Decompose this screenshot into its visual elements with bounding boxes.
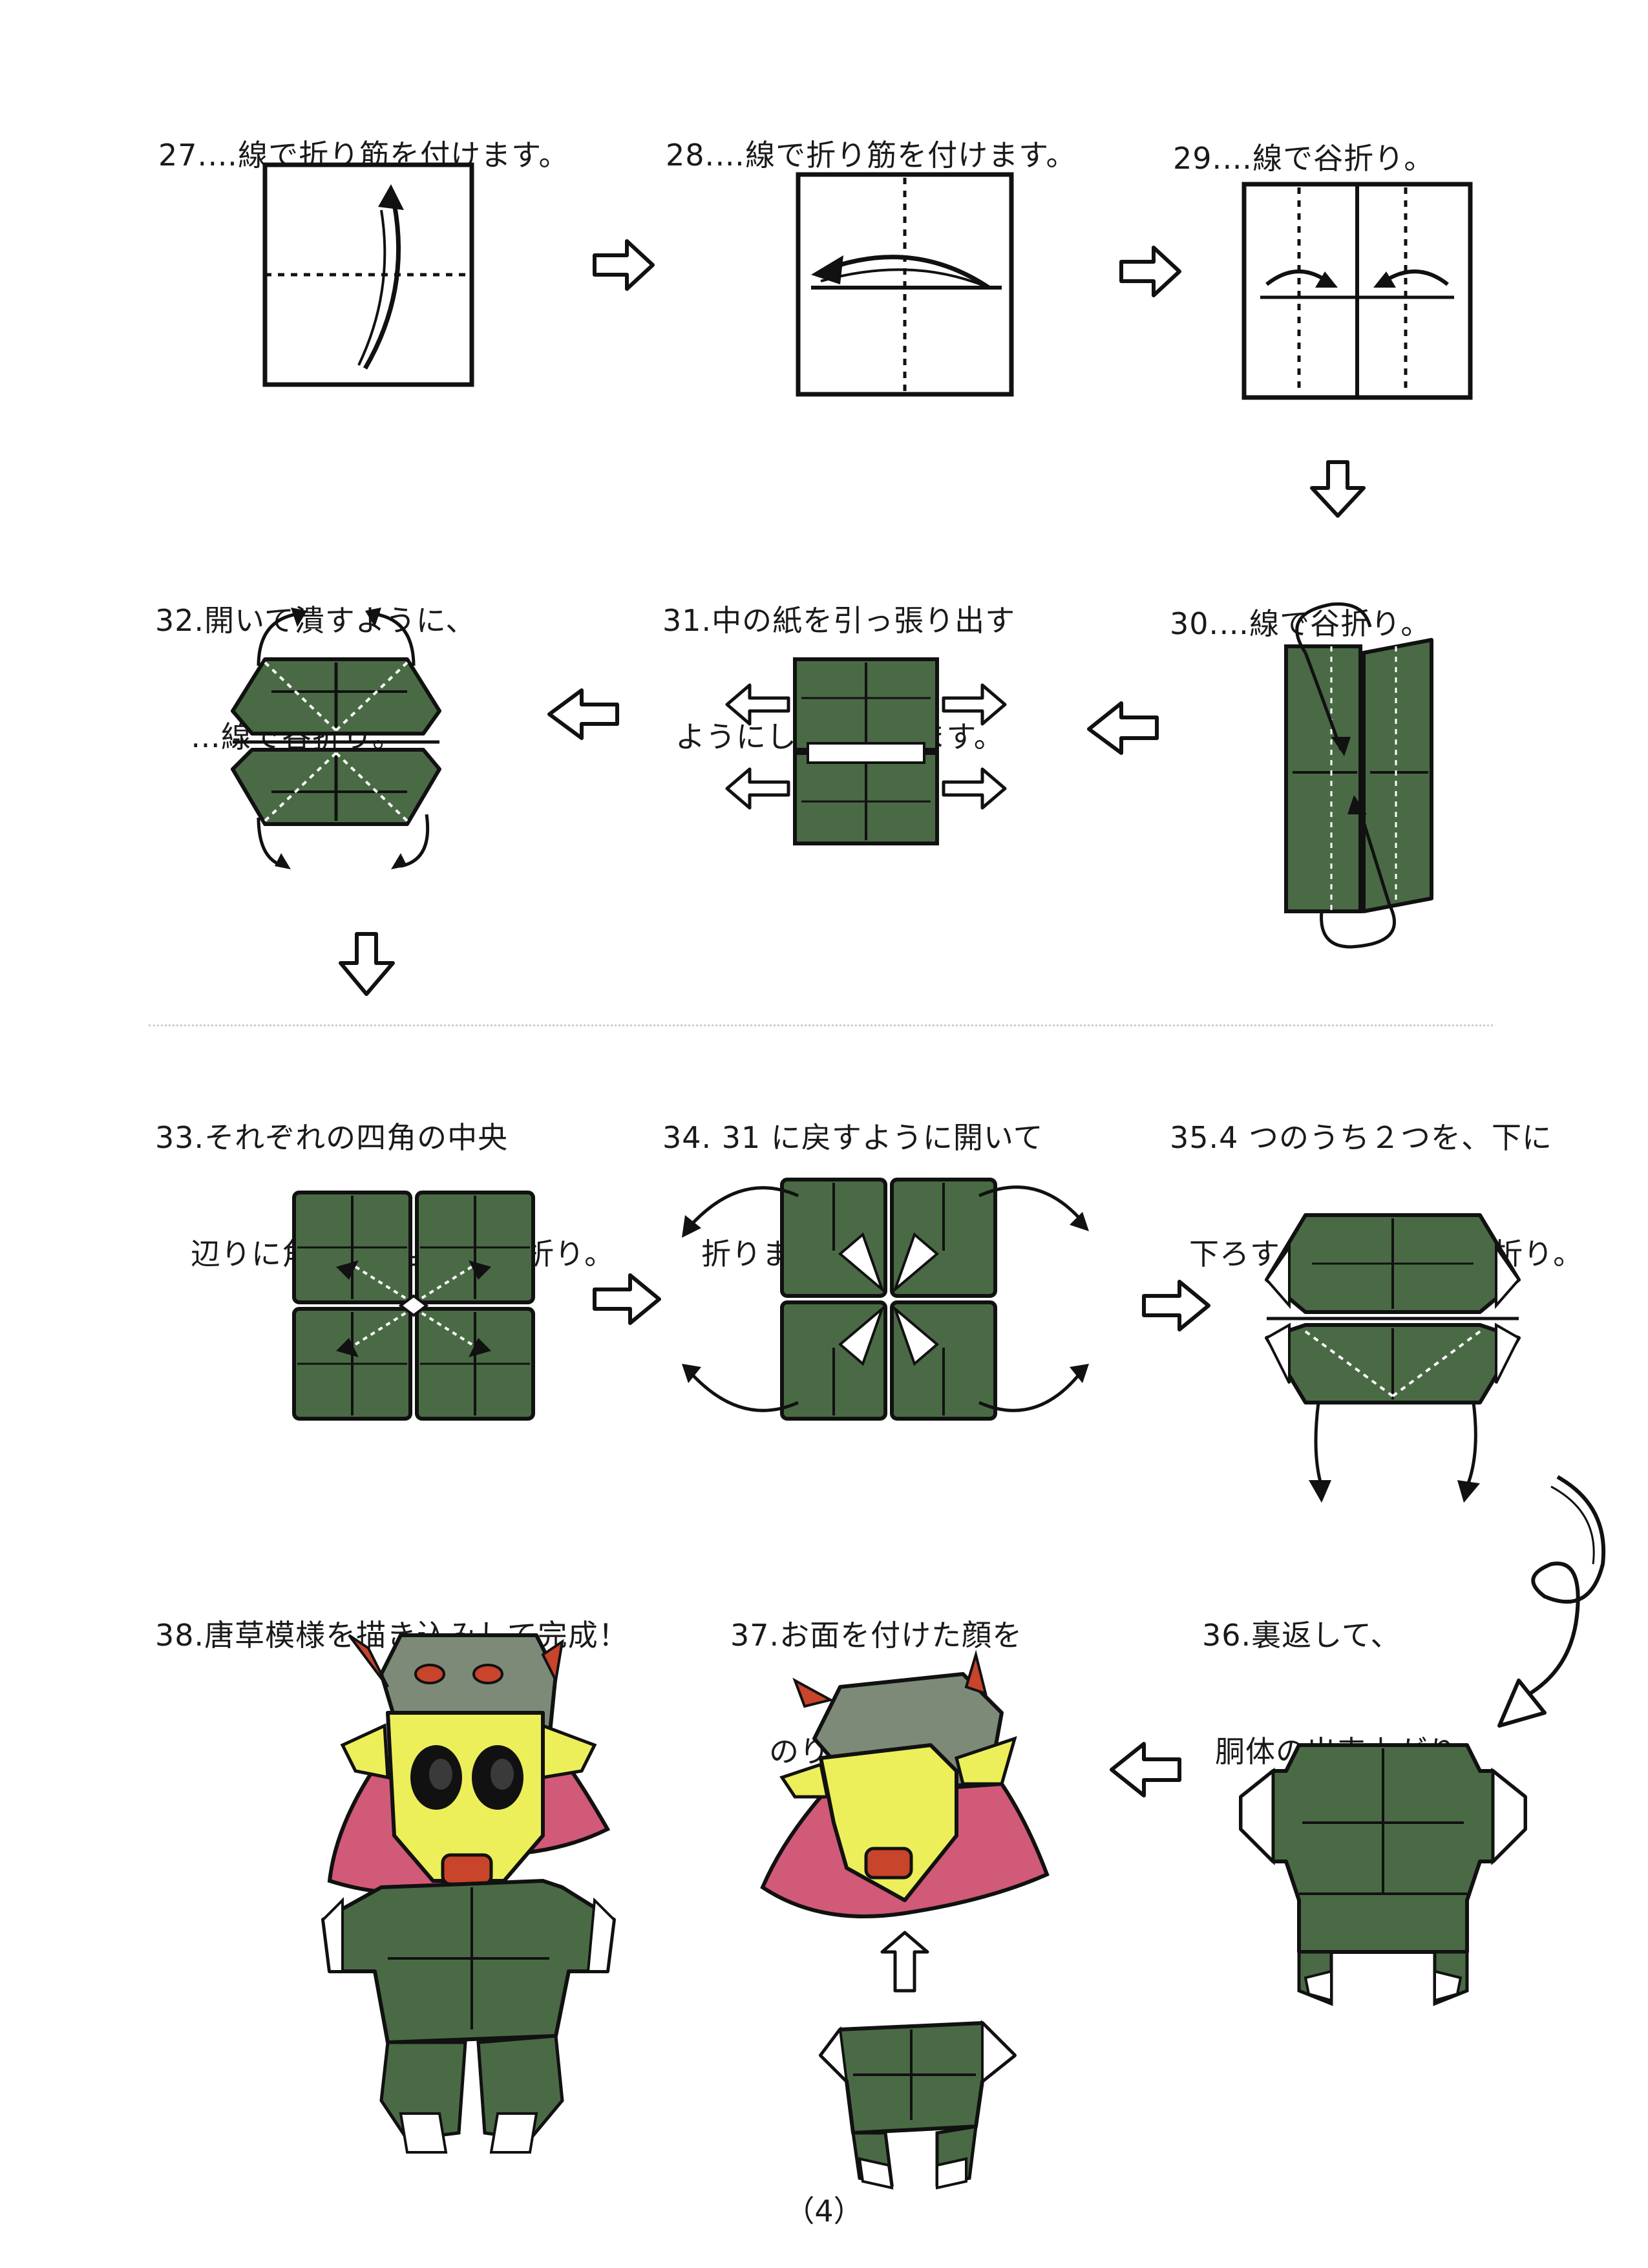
step-28-diagram <box>795 165 1015 397</box>
step-30-diagram <box>1267 595 1441 957</box>
step-27-diagram <box>262 162 475 388</box>
step-38-diagram <box>304 1609 640 2178</box>
step-33-diagram <box>291 1189 536 1422</box>
step-35-text-line1: 35.4 つのうち２つを、下に <box>1170 1120 1553 1155</box>
page-number: （4） <box>785 2194 863 2229</box>
step-33-text-line1: 33.それぞれの四角の中央 <box>155 1120 509 1155</box>
step-38-caption: 38.唐草模様を描き込みして完成！ <box>155 1538 629 1693</box>
step-29-diagram <box>1241 175 1474 401</box>
step-28-text: 28.…線で折り筋を付けます。 <box>666 138 1077 173</box>
step-34-text-line1: 34. 31 に戻すように開いて <box>662 1120 1044 1155</box>
step-37-text-line1: 37.お面を付けた顔を <box>730 1618 1023 1653</box>
step-34-diagram <box>675 1170 1095 1428</box>
prev-arrow-icon <box>1105 1739 1183 1800</box>
next-arrow-icon <box>591 236 656 294</box>
flip-over-icon <box>1480 1467 1622 1739</box>
step-30-text: 30.…線で谷折り。 <box>1170 606 1431 641</box>
row-divider <box>149 1024 1493 1028</box>
prev-arrow-icon <box>1083 698 1160 759</box>
step-35-diagram <box>1254 1209 1532 1512</box>
step-36-diagram <box>1234 1732 1532 2010</box>
down-arrow-icon <box>1309 459 1367 520</box>
next-arrow-icon <box>1118 242 1183 301</box>
step-38-text: 38.唐草模様を描き込みして完成！ <box>155 1618 629 1653</box>
step-29-text: 29.…線で谷折り。 <box>1173 141 1435 176</box>
step-32-diagram <box>194 595 485 879</box>
step-31-text-line1: 31.中の紙を引っ張り出す <box>662 603 1016 638</box>
down-arrow-icon <box>336 931 397 999</box>
step-28-caption: 28.…線で折り筋を付けます。 <box>666 58 1077 213</box>
step-32-text-line1: 32.開いて潰すように、 <box>155 603 476 638</box>
step-36-text-line1: 36.裏返して、 <box>1202 1618 1401 1653</box>
step-29-caption: 29.…線で谷折り。 <box>1173 61 1434 217</box>
step-31-diagram <box>724 653 1008 847</box>
prev-arrow-icon <box>543 685 620 743</box>
next-arrow-icon <box>591 1270 662 1328</box>
step-37-diagram <box>743 1629 1079 2198</box>
step-30-caption: 30.…線で谷折り。 <box>1170 527 1431 682</box>
next-arrow-icon <box>1141 1277 1212 1335</box>
